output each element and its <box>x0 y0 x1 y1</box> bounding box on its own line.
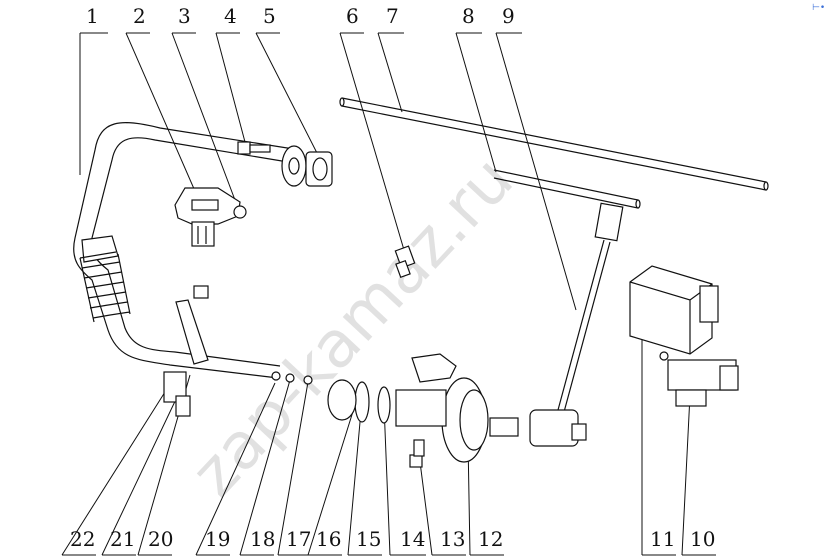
label-6: 6 <box>346 4 359 28</box>
part-8-rod <box>493 169 641 209</box>
label-7: 7 <box>386 4 399 28</box>
part-4-bolt <box>237 141 271 155</box>
label-2: 2 <box>133 4 146 28</box>
part-2-sensor <box>174 187 241 247</box>
label-13: 13 <box>440 527 465 551</box>
label-8: 8 <box>462 4 475 28</box>
label-17: 17 <box>286 527 311 551</box>
label-14: 14 <box>400 527 425 551</box>
part-18-nut <box>285 373 295 383</box>
label-3: 3 <box>178 4 191 28</box>
label-1: 1 <box>86 4 99 28</box>
part-11-module <box>629 265 719 355</box>
label-22: 22 <box>70 527 95 551</box>
label-19: 19 <box>205 527 230 551</box>
label-12: 12 <box>478 527 503 551</box>
label-4: 4 <box>224 4 237 28</box>
part-21-22-clamp <box>163 371 191 417</box>
label-15: 15 <box>356 527 381 551</box>
part-7-rod <box>339 97 769 191</box>
part-10-valve <box>659 351 739 407</box>
label-21: 21 <box>110 527 135 551</box>
label-5: 5 <box>263 4 276 28</box>
part-1-pipe <box>73 122 301 379</box>
part-19-nut <box>271 371 281 381</box>
part-20-bracket <box>175 285 209 365</box>
part-13-bolt <box>409 439 425 468</box>
part-6-sensor <box>394 245 416 279</box>
label-10: 10 <box>690 527 715 551</box>
part-16-flange <box>327 379 357 421</box>
part-17-washer <box>303 375 313 385</box>
part-9-sensor-cable <box>529 202 624 447</box>
top-leader-lines <box>79 32 577 311</box>
part-3-nut <box>233 205 247 219</box>
corner-mark: ⊢• <box>812 3 825 13</box>
part-15-gasket <box>354 381 370 423</box>
label-9: 9 <box>502 4 515 28</box>
label-18: 18 <box>250 527 275 551</box>
part-12-throttle <box>395 353 519 463</box>
bottom-leader-lines <box>61 330 716 556</box>
label-16: 16 <box>316 527 341 551</box>
label-11: 11 <box>650 527 675 551</box>
part-5-flange <box>281 145 333 187</box>
label-20: 20 <box>148 527 173 551</box>
part-14-gasket <box>377 386 391 424</box>
